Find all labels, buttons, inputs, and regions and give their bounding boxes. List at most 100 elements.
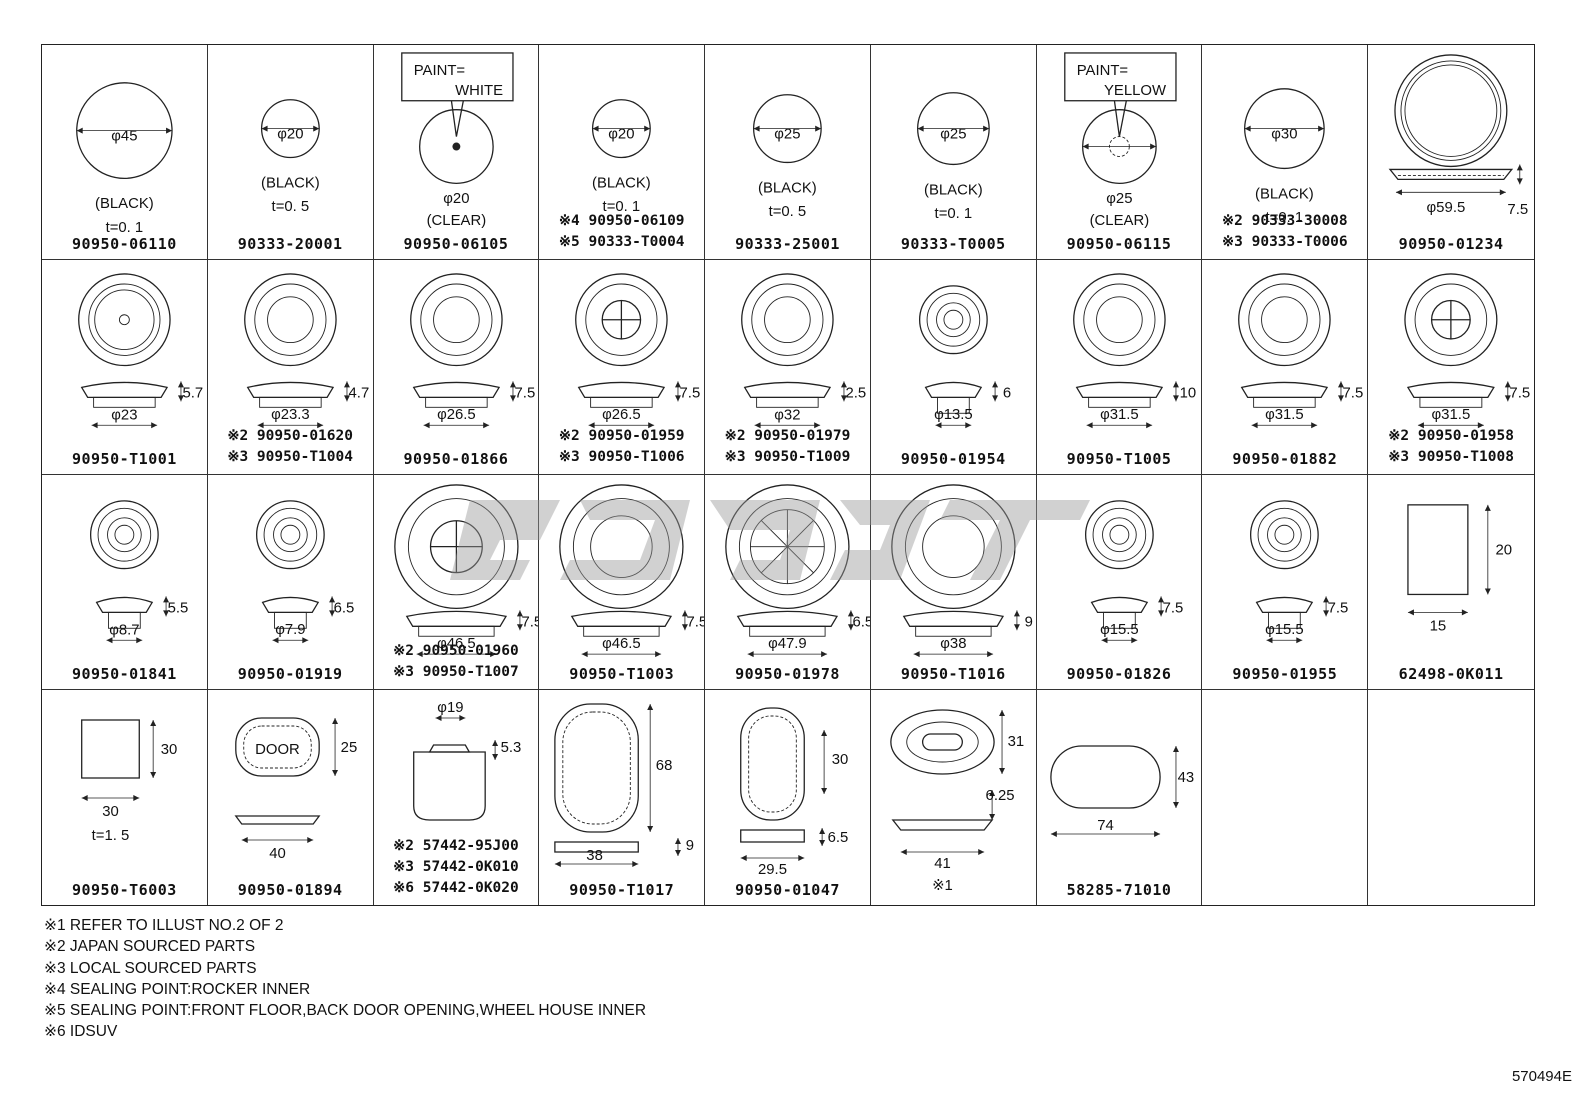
part-number-list: ※2 90950-01958 ※3 90950-T1008	[1370, 426, 1532, 468]
height-label: 31	[1008, 733, 1025, 750]
oblong-plug-icon	[1049, 745, 1161, 809]
part-drawing: 68 38 9	[554, 703, 694, 867]
height-label: 7.5	[687, 614, 704, 630]
part-number: 90950-T1003	[569, 665, 675, 683]
part-number: ※4 90950-06109	[558, 213, 685, 229]
part-drawing: φ25 (BLACK) t=0. 5	[753, 94, 822, 220]
part-number: 90950-01234	[1398, 235, 1504, 253]
color-label: (BLACK)	[1255, 186, 1314, 202]
part-number: ※2 90950-01979	[724, 428, 851, 444]
height-label: 43	[1177, 769, 1194, 786]
diameter-label: φ45	[111, 129, 137, 145]
part-number: 90950-01841	[71, 665, 177, 683]
height-label: 7.5	[1508, 201, 1529, 218]
part-drawing: φ8.75.5	[89, 500, 188, 644]
part-number-list: ※2 90950-01959※3 90950-T1006	[541, 426, 702, 468]
part-number: ※2 90950-01620	[227, 428, 353, 444]
height-label: 10	[1179, 385, 1196, 401]
grommet-top-icon	[255, 500, 325, 570]
footnote: ※1 REFER TO ILLUST NO.2 OF 2	[44, 917, 284, 934]
height-label: 6.5	[828, 829, 849, 846]
empty-cell	[1202, 690, 1369, 905]
grommet-top-icon	[1250, 500, 1320, 570]
height-label: 30	[832, 751, 849, 768]
diameter-label: φ15.5	[1266, 622, 1305, 638]
part-number: ※5 90333-T0004	[558, 234, 685, 250]
color-label: (BLACK)	[758, 180, 817, 196]
part-drawing: φ15.57.5	[1084, 500, 1183, 644]
height-label: 6	[1003, 385, 1011, 401]
grommet-top-icon	[1084, 500, 1154, 570]
grommet-top-icon	[1404, 273, 1498, 367]
diameter-label: φ23	[111, 407, 137, 423]
part-drawing: φ46.57.5	[393, 484, 538, 658]
diameter-label: φ20	[277, 127, 303, 143]
diameter-label: φ23.3	[271, 407, 310, 423]
part-drawing: φ25(BLACK)t=0. 1	[916, 92, 990, 222]
part-drawing: φ45(BLACK)t=0. 1	[76, 82, 173, 236]
color-label: (CLEAR)	[1089, 213, 1149, 229]
grommet-top-icon	[575, 273, 669, 367]
footnotes: ※1 REFER TO ILLUST NO.2 OF 2 ※2 JAPAN SO…	[44, 915, 646, 1043]
grommet-disc-icon	[753, 94, 822, 164]
part-drawing: φ31.57.5	[1238, 273, 1364, 429]
grommet-top-icon	[1072, 273, 1166, 367]
part-number: 90950-T6003	[71, 881, 177, 899]
part-number: ※2 57442-95J00	[393, 838, 519, 854]
part-drawing: φ23.3 4.7	[243, 273, 369, 429]
diameter-label: φ47.9	[768, 636, 807, 652]
part-number: 90950-01866	[403, 450, 509, 468]
height-label: 68	[656, 757, 673, 774]
part-number: ※3 90950-T1009	[724, 449, 851, 465]
paint-note: PAINT=	[1076, 63, 1127, 79]
grommet-disc-icon	[592, 99, 652, 159]
part-number-list: ※4 90950-06109 ※5 90333-T0004	[541, 211, 702, 253]
diameter-label: φ7.9	[275, 622, 305, 638]
diameter-label: φ25	[774, 127, 800, 143]
color-label: (BLACK)	[95, 196, 154, 212]
grommet-top-icon	[78, 273, 171, 367]
part-number: ※2 90950-01959	[558, 428, 685, 444]
height-label: 7.5	[1343, 385, 1364, 401]
height-label: 20	[1496, 542, 1513, 559]
part-drawing: φ15.57.5	[1250, 500, 1349, 644]
diameter-label: φ25	[1106, 191, 1132, 207]
part-number: 90950-06110	[71, 235, 177, 253]
color-label: (CLEAR)	[426, 213, 486, 229]
grommet-disc-icon	[1081, 109, 1157, 185]
color-label: (BLACK)	[924, 182, 983, 198]
part-number: 90950-01882	[1232, 450, 1338, 468]
height-label: 9	[686, 837, 694, 854]
part-number: ※3 90950-T1008	[1388, 449, 1514, 465]
paint-note: YELLOW	[1104, 83, 1167, 99]
height-label: 6.5	[853, 614, 870, 630]
part-number-list: ※2 90950-01979 ※3 90950-T1009	[707, 426, 868, 468]
door-label: DOOR	[255, 741, 300, 758]
part-number: 90950-01954	[900, 450, 1006, 468]
part-number: ※2 90950-01958	[1388, 428, 1514, 444]
grommet-top-icon	[559, 484, 684, 610]
grommet-top-icon	[409, 273, 503, 367]
thickness-label: t=0. 5	[769, 204, 807, 220]
part-number: 62498-0K011	[1398, 665, 1504, 683]
part-drawing: φ13.56	[918, 285, 1011, 429]
width-label: 38	[587, 847, 604, 864]
part-number: 90950-06105	[403, 235, 509, 253]
height-label: 4.7	[348, 385, 369, 401]
